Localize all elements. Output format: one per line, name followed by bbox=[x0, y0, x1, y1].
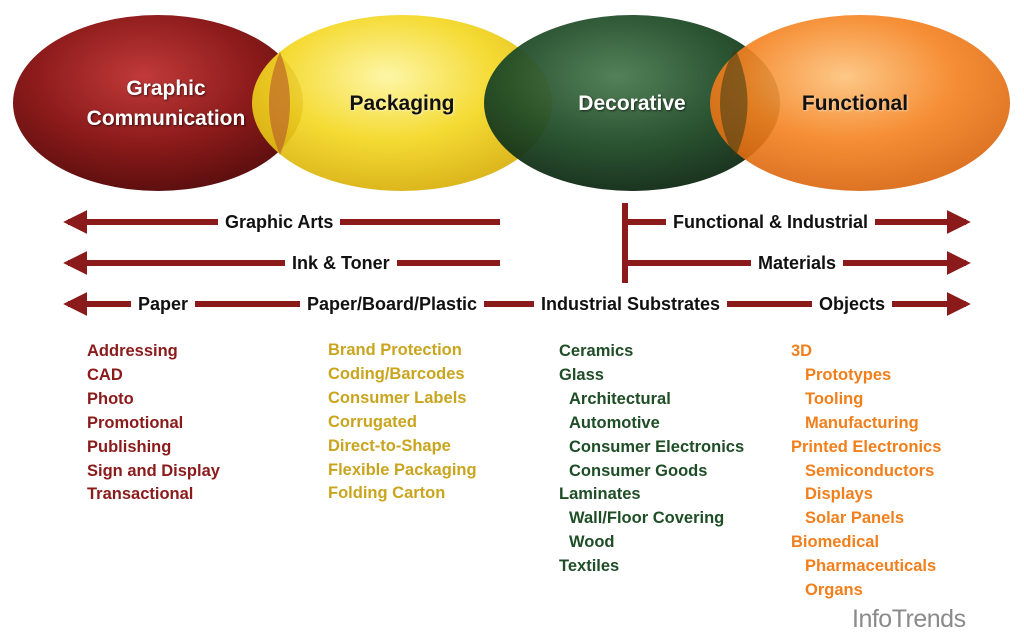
list-item: Wall/Floor Covering bbox=[569, 509, 725, 528]
list-item: Organs bbox=[805, 581, 863, 600]
overlap-green-orange bbox=[720, 48, 748, 158]
list-item: Tooling bbox=[805, 389, 864, 408]
label-functional: Functional bbox=[801, 92, 909, 115]
ellipse-graphic-communication bbox=[13, 15, 303, 191]
list-item: Consumer Goods bbox=[569, 461, 708, 480]
list-item: Corrugated bbox=[328, 412, 417, 431]
list-item: Brand Protection bbox=[328, 341, 462, 359]
list-item: Automotive bbox=[569, 413, 660, 432]
list-item: Photo bbox=[87, 389, 134, 408]
list-item: Solar Panels bbox=[805, 509, 905, 528]
row-label-functional-industrial: Functional & Industrial bbox=[666, 211, 876, 233]
list-item: Flexible Packaging bbox=[328, 460, 477, 479]
label-communication: Communication bbox=[86, 107, 246, 130]
list-item: Architectural bbox=[569, 389, 671, 408]
row-label-paper-board-plastic: Paper/Board/Plastic bbox=[300, 293, 485, 315]
label-decorative: Decorative bbox=[578, 92, 686, 115]
row-label-paper: Paper bbox=[131, 293, 196, 315]
list-item: Consumer Electronics bbox=[569, 437, 745, 456]
list-item: Direct-to-Shape bbox=[328, 436, 451, 455]
list-item: Transactional bbox=[87, 485, 194, 504]
list-item: Ceramics bbox=[559, 342, 634, 360]
row-label-objects: Objects bbox=[812, 293, 893, 315]
logo-info: Info bbox=[852, 605, 892, 633]
list-item: Biomedical bbox=[791, 533, 880, 552]
list-item: Consumer Labels bbox=[328, 388, 467, 407]
logo-trends: Trends bbox=[891, 605, 966, 633]
list-item: Laminates bbox=[559, 485, 641, 504]
list-item: Addressing bbox=[87, 342, 178, 360]
list-functional: 3D Prototypes Tooling Manufacturing Prin… bbox=[791, 340, 941, 603]
list-item: Textiles bbox=[559, 557, 620, 576]
infotrends-logo: InfoTrends bbox=[852, 605, 966, 634]
list-item: 3D bbox=[791, 342, 813, 360]
list-packaging: Brand Protection Coding/Barcodes Consume… bbox=[328, 339, 477, 506]
list-item: Coding/Barcodes bbox=[328, 364, 465, 383]
row-label-ink-toner: Ink & Toner bbox=[285, 252, 397, 274]
list-item: Glass bbox=[559, 365, 604, 384]
label-packaging: Packaging bbox=[349, 92, 455, 115]
overlap-red-yellow bbox=[269, 52, 290, 155]
list-item: Printed Electronics bbox=[791, 437, 942, 456]
list-graphic-communication: Addressing CAD Photo Promotional Publish… bbox=[87, 340, 220, 507]
label-graphic-communication: Graphic Communication bbox=[60, 74, 272, 134]
list-item: Promotional bbox=[87, 413, 184, 432]
row-label-industrial-substrates: Industrial Substrates bbox=[534, 293, 728, 315]
ellipse-functional bbox=[710, 15, 1010, 191]
list-item: Displays bbox=[805, 485, 873, 504]
list-item: Manufacturing bbox=[805, 413, 919, 432]
list-item: Folding Carton bbox=[328, 484, 446, 503]
list-item: Sign and Display bbox=[87, 461, 220, 480]
ellipse-decorative bbox=[484, 15, 780, 191]
list-item: Prototypes bbox=[805, 365, 892, 384]
ellipse-packaging bbox=[252, 15, 552, 191]
list-item: CAD bbox=[87, 365, 123, 384]
list-item: Pharmaceuticals bbox=[805, 557, 937, 576]
list-item: Wood bbox=[569, 533, 615, 552]
row-label-materials: Materials bbox=[751, 252, 844, 274]
label-graphic: Graphic bbox=[126, 77, 206, 100]
row-label-graphic-arts: Graphic Arts bbox=[218, 211, 341, 233]
list-decorative: Ceramics Glass Architectural Automotive … bbox=[559, 340, 744, 579]
list-item: Semiconductors bbox=[805, 461, 935, 480]
list-item: Publishing bbox=[87, 437, 172, 456]
